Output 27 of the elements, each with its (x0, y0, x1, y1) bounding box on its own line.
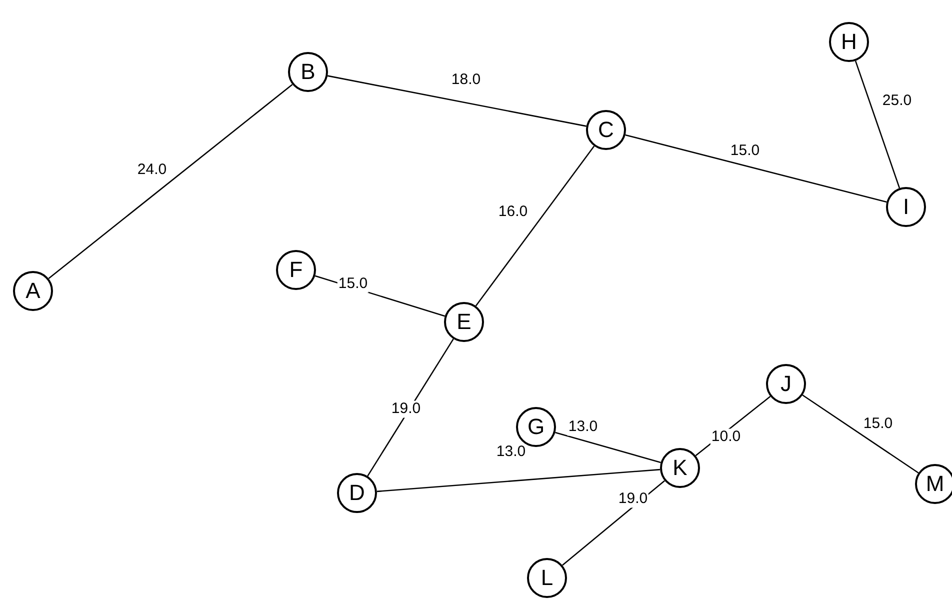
graph-node: B (288, 52, 328, 92)
graph-node: E (444, 302, 484, 342)
connector-line (475, 146, 595, 306)
connector-line (802, 394, 919, 474)
connector-line (48, 84, 293, 280)
graph-node: M (915, 464, 952, 504)
connector-line (555, 432, 661, 464)
edge-label: 19.0 (617, 490, 649, 508)
connector-line (854, 60, 900, 188)
graph-node: D (337, 473, 377, 513)
connector-line (328, 75, 586, 127)
edge-label: 19.0 (390, 400, 422, 418)
graph-node: A (13, 271, 53, 311)
graph-node: K (660, 448, 700, 488)
graph-node: C (586, 110, 626, 150)
connector-line (367, 338, 454, 476)
graph-node: I (886, 187, 926, 227)
edge-label: 15.0 (337, 276, 369, 292)
graph-node: G (516, 407, 556, 447)
edge-label: 13.0 (567, 418, 599, 436)
connector-line (625, 134, 887, 203)
edge-label: 10.0 (710, 428, 742, 446)
graph-node: L (527, 558, 567, 598)
connector-line (376, 468, 660, 492)
graph-node: F (276, 250, 316, 290)
graph-node: H (829, 22, 869, 62)
graph-node: J (766, 364, 806, 404)
